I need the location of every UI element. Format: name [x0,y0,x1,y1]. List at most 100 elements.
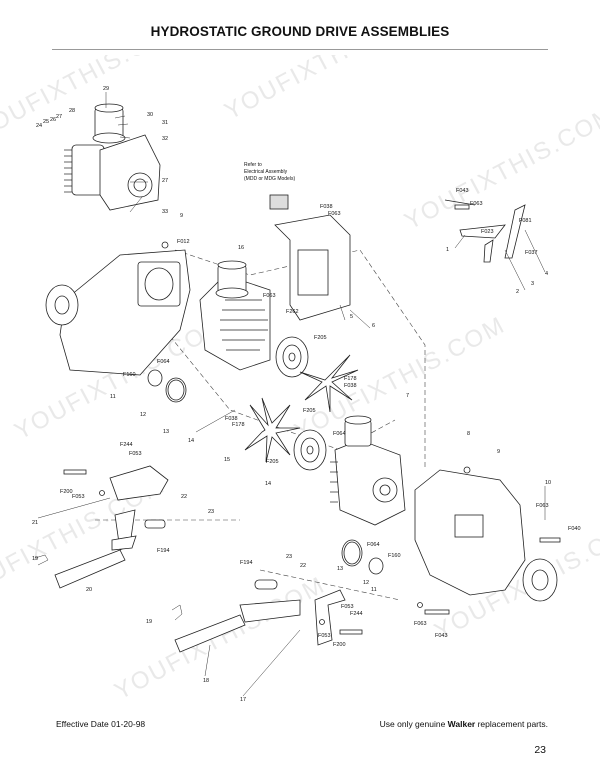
pump-top [64,103,161,211]
callout-label: 13 [337,566,343,572]
callout-label: 1 [446,247,449,253]
callout-label: 5 [350,314,353,320]
watermark-text: YOUFIXTHIS.COM [400,101,600,235]
callout-label: F063 [263,293,276,299]
callout-label: F262 [286,309,299,315]
callout-label: F053 [129,451,142,457]
title-rule [52,49,548,50]
callout-label: 16 [238,245,244,251]
callout-label: F194 [157,548,170,554]
callout-label: 18 [203,678,209,684]
callout-label: 9 [180,213,183,219]
callout-label: 19 [146,619,152,625]
pulley-fan-upper [275,336,359,413]
gearbox-right [414,466,558,602]
callout-label: F064 [367,542,380,548]
callout-label: 14 [265,481,271,487]
callout-label: F160 [123,372,136,378]
callout-label: 11 [371,587,377,593]
callout-label: F043 [435,633,448,639]
electrical-reference-note: Refer to Electrical Assembly (MDD or MDG… [244,162,295,182]
callout-label: F023 [481,229,494,235]
callout-label: 6 [372,323,375,329]
page-title: HYDROSTATIC GROUND DRIVE ASSEMBLIES [150,24,450,39]
callout-label: F244 [350,611,363,617]
callout-label: F160 [388,553,401,559]
callout-label: F200 [60,489,73,495]
callout-label: F040 [568,526,581,532]
callout-label: 29 [103,86,109,92]
coupler-lower [341,539,384,575]
callout-label: 31 [162,120,168,126]
callout-label: F205 [266,459,279,465]
coupler-left [147,369,187,403]
callout-label: 9 [497,449,500,455]
pump-lower [330,415,406,526]
note-prefix: Use only genuine [379,719,448,729]
callout-label: F038 [320,204,333,210]
callout-label: F063 [328,211,341,217]
callout-label: 15 [224,457,230,463]
linkage-upper-right [444,199,526,263]
fasteners [99,204,561,625]
pump-middle [199,260,271,371]
note-suffix: replacement parts. [475,719,548,729]
note-line: Refer to [244,162,262,168]
page-number: 23 [534,744,546,756]
callout-label: 20 [86,587,92,593]
callout-label: F063 [470,201,483,207]
callout-label: 10 [545,480,551,486]
callout-label: 23 [208,509,214,515]
callout-label: 4 [545,271,548,277]
callout-label: F038 [225,416,238,422]
callout-label: F063 [536,503,549,509]
mounting-bracket [269,194,351,321]
callout-label: F244 [120,442,133,448]
watermark-text: YOUFIXTHIS.COM [290,311,510,445]
replacement-parts-note: Use only genuine Walker replacement part… [380,719,548,729]
callout-label: 22 [181,494,187,500]
callout-label: F178 [344,376,357,382]
brand-name: Walker [447,719,476,729]
callout-label: 13 [163,429,169,435]
callout-labels: 29 28 27 26 25 24 30 31 32 27 33 9 F012 … [32,86,581,703]
callout-label: 26 [50,117,56,123]
control-linkage-lower [171,579,363,653]
callout-label: F053 [318,633,331,639]
note-line: (MDD or MDG Models) [244,176,295,182]
callout-label: F037 [525,250,538,256]
callout-label: F205 [314,335,327,341]
callout-label: 11 [110,394,116,400]
note-line: Electrical Assembly [244,169,288,175]
watermark-text: YOUFIXTHIS.COM [220,55,440,125]
callout-label: F043 [456,188,469,194]
callout-label: 21 [32,520,38,526]
callout-label: 23 [286,554,292,560]
callout-label: F053 [72,494,85,500]
callout-label: 14 [188,438,194,444]
callout-label: 22 [300,563,306,569]
callout-label: 19 [32,556,38,562]
callout-label: 3 [531,281,534,287]
callout-label: 30 [147,112,153,118]
callout-label: F053 [341,604,354,610]
callout-label: F081 [519,218,532,224]
callout-label: 24 [36,123,42,129]
callout-label: 12 [140,412,146,418]
callout-label: 25 [43,119,49,125]
callout-label: 2 [516,289,519,295]
callout-label: F063 [414,621,427,627]
callout-label: 27 [56,114,62,120]
gear-housing-left [45,241,191,376]
callout-label: F200 [333,642,346,648]
callout-label: 32 [162,136,168,142]
control-linkage-left [34,465,169,589]
callout-label: 17 [240,697,246,703]
watermark-text: YOUFIXTHIS.COM [110,571,330,705]
pulley-fan-lower [244,397,327,471]
effective-date: Effective Date 01-20-98 [56,719,146,729]
callout-label: 8 [467,431,470,437]
callout-label: 12 [363,580,369,586]
callout-label: 28 [69,108,75,114]
